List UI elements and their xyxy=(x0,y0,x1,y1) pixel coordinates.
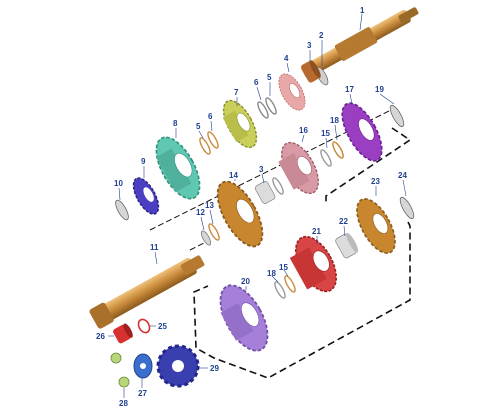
callout-2: 2 xyxy=(319,31,324,40)
callout-19: 19 xyxy=(375,85,384,94)
callout-10: 10 xyxy=(114,179,123,188)
gear-part-4 xyxy=(278,73,306,111)
callout-4: 4 xyxy=(284,54,289,63)
callouts: 1 2 3 4 5 6 7 6 5 8 9 10 17 19 18 16 15 xyxy=(96,6,407,408)
gear-part-20 xyxy=(219,284,269,352)
washers-parts-18-15-lower xyxy=(274,275,296,299)
callout-15-lower: 15 xyxy=(279,263,288,272)
callout-12: 12 xyxy=(196,208,205,217)
washers-parts-13-12 xyxy=(200,223,220,246)
callout-1: 1 xyxy=(360,6,365,15)
callout-18-lower: 18 xyxy=(267,269,276,278)
callout-6-upper: 6 xyxy=(254,78,259,87)
collar-part-3-middle xyxy=(254,181,276,204)
callout-20: 20 xyxy=(241,277,250,286)
callout-26: 26 xyxy=(96,332,105,341)
collar-part-3-upper xyxy=(300,60,321,83)
washer-part-10 xyxy=(115,199,129,221)
callout-6-lower: 6 xyxy=(208,112,213,121)
gear-part-21 xyxy=(289,235,337,293)
countershaft-11 xyxy=(89,255,205,329)
callout-27: 27 xyxy=(138,389,147,398)
washers-parts-6-5-lower xyxy=(199,131,219,155)
callout-28: 28 xyxy=(119,399,128,408)
callout-3-middle: 3 xyxy=(259,165,264,174)
callout-17: 17 xyxy=(345,85,354,94)
callout-21: 21 xyxy=(312,227,321,236)
callout-18-upper: 18 xyxy=(330,116,339,125)
washers-parts-5-6-upper xyxy=(257,97,277,119)
callout-16: 16 xyxy=(299,126,308,135)
callout-24: 24 xyxy=(398,171,407,180)
callout-5-upper: 5 xyxy=(267,73,272,82)
washer-part-24 xyxy=(399,196,415,220)
callout-23: 23 xyxy=(371,177,380,186)
gear-part-7 xyxy=(222,99,258,149)
gear-part-16 xyxy=(278,141,319,195)
bearing-part-22 xyxy=(335,232,359,259)
seal-part-26 xyxy=(113,323,133,344)
gear-part-14 xyxy=(216,180,264,248)
callout-8: 8 xyxy=(173,119,178,128)
main-shaft-1 xyxy=(301,7,419,79)
assembly-dashed-outline xyxy=(193,127,412,379)
sprocket-part-29 xyxy=(156,344,200,388)
washers-parts-18-15-upper xyxy=(320,141,344,167)
callout-5-lower: 5 xyxy=(196,122,201,131)
callout-9: 9 xyxy=(141,157,146,166)
lockplate-part-27 xyxy=(133,353,153,379)
oring-part-25 xyxy=(137,318,151,334)
callout-15-upper: 15 xyxy=(321,129,330,138)
washer-part-19 xyxy=(389,104,405,128)
washer-part-15-middle xyxy=(272,177,284,195)
callout-25: 25 xyxy=(158,322,167,331)
gear-part-23 xyxy=(356,198,396,254)
gear-part-9 xyxy=(132,177,160,215)
gear-part-17 xyxy=(341,102,383,162)
callout-11: 11 xyxy=(150,243,159,252)
callout-14: 14 xyxy=(229,171,238,180)
callout-3-upper: 3 xyxy=(307,41,312,50)
callout-29: 29 xyxy=(210,364,219,373)
bolts-part-28 xyxy=(110,352,130,388)
callout-7: 7 xyxy=(234,88,239,97)
callout-13: 13 xyxy=(205,201,214,210)
gear-part-8 xyxy=(155,136,201,200)
callout-22: 22 xyxy=(339,217,348,226)
